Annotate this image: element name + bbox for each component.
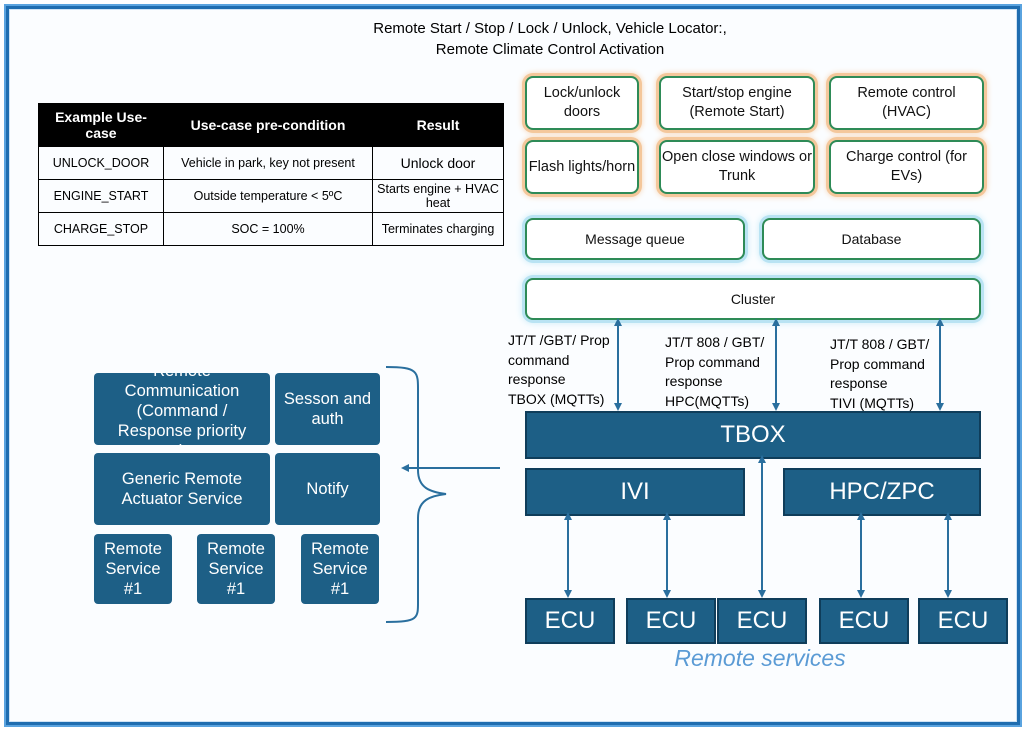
hpc-zpc-block: HPC/ZPC: [783, 468, 981, 516]
cell-result: Starts engine + HVAC heat: [372, 179, 504, 213]
protocol-label-tivi: JT/T 808 / GBT/ Prop command response TI…: [830, 336, 930, 411]
notify-box: Notify: [275, 453, 380, 525]
diagram-title: Remote Start / Stop / Lock / Unlock, Veh…: [373, 20, 727, 58]
table-row: ENGINE_START Outside temperature < 5ºC S…: [38, 179, 504, 213]
cell-precondition: SOC = 100%: [163, 212, 373, 246]
cell-use-case: UNLOCK_DOOR: [38, 146, 164, 180]
remote-communication-box: Remote Communication (Command / Response…: [94, 373, 270, 445]
use-case-lock-unlock: Lock/unlock doors: [525, 76, 639, 130]
table-row: CHARGE_STOP SOC = 100% Terminates chargi…: [38, 212, 504, 246]
table-row: UNLOCK_DOOR Vehicle in park, key not pre…: [38, 146, 504, 180]
remote-service-box: Remote Service #1: [197, 534, 275, 604]
ecu-block: ECU: [918, 598, 1008, 644]
cell-result: Unlock door: [372, 146, 504, 180]
header-result: Result: [372, 103, 504, 147]
ecu-block: ECU: [819, 598, 909, 644]
remote-service-box: Remote Service #1: [301, 534, 379, 604]
brace-shape: [385, 366, 447, 623]
use-case-start-stop: Start/stop engine (Remote Start): [659, 76, 815, 130]
cell-use-case: ENGINE_START: [38, 179, 164, 213]
tbox-block: TBOX: [525, 411, 981, 459]
ecu-block: ECU: [525, 598, 615, 644]
header-precondition: Use-case pre-condition: [163, 103, 373, 147]
generic-actuator-box: Generic Remote Actuator Service: [94, 453, 270, 525]
database-box: Database: [762, 218, 981, 260]
cell-result: Terminates charging: [372, 212, 504, 246]
message-queue-box: Message queue: [525, 218, 745, 260]
ecu-block: ECU: [717, 598, 807, 644]
use-case-flash-horn: Flash lights/horn: [525, 140, 639, 194]
ecu-block: ECU: [626, 598, 716, 644]
use-case-charge-control: Charge control (for EVs): [829, 140, 984, 194]
session-auth-box: Sesson and auth: [275, 373, 380, 445]
cell-precondition: Vehicle in park, key not present: [163, 146, 373, 180]
table-header-row: Example Use-case Use-case pre-condition …: [38, 103, 504, 147]
use-case-windows-trunk: Open close windows or Trunk: [659, 140, 815, 194]
use-case-table: Example Use-case Use-case pre-condition …: [38, 103, 504, 246]
protocol-label-hpc: JT/T 808 / GBT/ Prop command response HP…: [665, 334, 765, 409]
protocol-label-tbox: JT/T /GBT/ Prop command response TBOX (M…: [508, 332, 610, 407]
remote-service-box: Remote Service #1: [94, 534, 172, 604]
use-case-remote-hvac: Remote control (HVAC): [829, 76, 984, 130]
cluster-box: Cluster: [525, 278, 981, 320]
remote-services-label: Remote services: [674, 645, 846, 671]
ivi-block: IVI: [525, 468, 745, 516]
